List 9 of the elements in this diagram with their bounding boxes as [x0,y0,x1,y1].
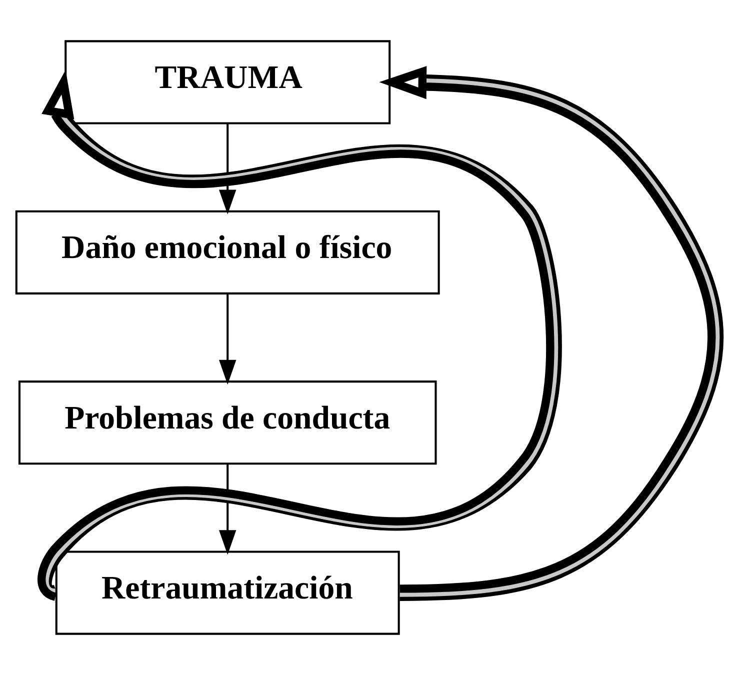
node-box: Daño emocional o físico [15,210,440,294]
node-box: Retraumatización [55,550,400,634]
arrow [218,123,236,214]
arrow [38,69,562,600]
arrow [379,66,724,600]
arrow [218,464,236,554]
arrow [218,293,236,384]
node-box: TRAUMA [64,40,391,124]
node-box: Problemas de conducta [18,380,437,464]
